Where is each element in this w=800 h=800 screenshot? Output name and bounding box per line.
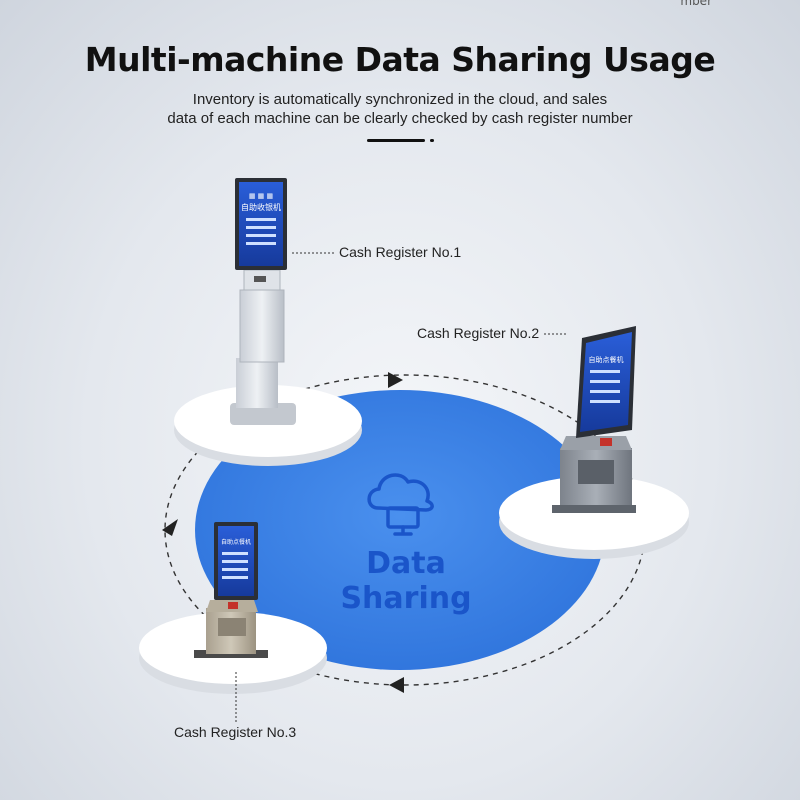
kiosk-2-screen-title: 自助点餐机 bbox=[589, 355, 624, 364]
kiosk-3-screen-title: 自助点餐机 bbox=[221, 538, 251, 546]
kiosk-register-1: ▦ ▦ ▦ 自助收银机 bbox=[230, 178, 296, 425]
kiosk-register-3: 自助点餐机 bbox=[194, 522, 268, 658]
corner-text-fragment: mber bbox=[680, 0, 712, 8]
page-title: Multi-machine Data Sharing Usage bbox=[84, 40, 716, 79]
sync-arrow-left bbox=[162, 519, 178, 536]
title-divider-dot bbox=[430, 139, 434, 142]
register-1-label: Cash Register No.1 bbox=[339, 244, 462, 260]
subtitle-line-2: data of each machine can be clearly chec… bbox=[167, 110, 633, 127]
title-divider bbox=[367, 139, 425, 142]
sync-arrow-bottom bbox=[389, 677, 404, 693]
sync-arrow-top bbox=[388, 372, 403, 388]
register-2-label: Cash Register No.2 bbox=[417, 325, 540, 341]
platform-register-1 bbox=[174, 385, 362, 466]
register-3-label: Cash Register No.3 bbox=[174, 724, 297, 740]
subtitle-line-1: Inventory is automatically synchronized … bbox=[192, 91, 608, 108]
kiosk-register-2: 自助点餐机 bbox=[552, 326, 636, 513]
cloud-computer-icon bbox=[367, 473, 434, 536]
page-subtitle: Inventory is automatically synchronized … bbox=[0, 90, 800, 128]
kiosk-1-screen-title: 自助收银机 bbox=[241, 202, 281, 212]
svg-text:▦ ▦ ▦: ▦ ▦ ▦ bbox=[249, 192, 273, 200]
data-sharing-label: Data Sharing bbox=[340, 546, 472, 616]
